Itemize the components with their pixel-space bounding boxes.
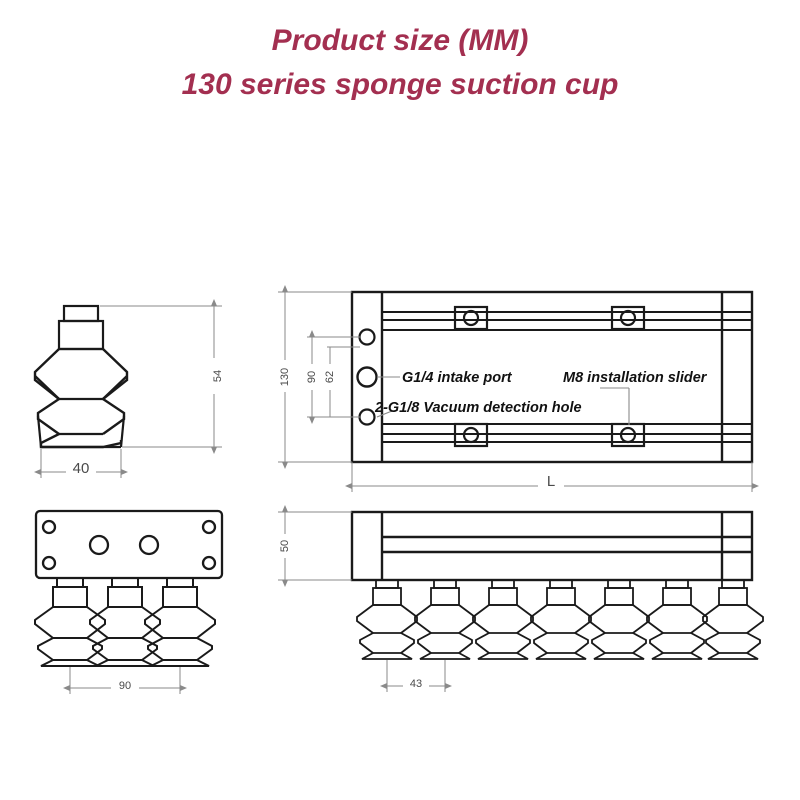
front-cup-1 (356, 579, 418, 660)
single-cup-elevation-view: 54 40 (33, 299, 225, 478)
dimension-cup-pitch-side: 90 (63, 667, 187, 694)
dimension-cup-diameter: 40 (34, 449, 128, 478)
three-cup-side-view: 90 (34, 509, 224, 694)
annotation-vacuum-hole: 2-G1/8 Vacuum detection hole (374, 400, 582, 416)
slider-block (610, 422, 646, 448)
mount-plate-side (34, 509, 224, 580)
intake-port-hole (356, 366, 378, 388)
seven-cup-front-view: 50 43 (277, 505, 764, 692)
vacuum-detection-hole-upper (358, 328, 376, 346)
front-cup-4 (530, 579, 592, 660)
cup-stem (57, 304, 105, 351)
dim-label-hole-span-outer: 90 (306, 371, 318, 383)
dim-label-body-height: 50 (279, 540, 291, 552)
side-cup-1 (34, 577, 106, 667)
front-cup-3 (472, 579, 534, 660)
vacuum-detection-hole-lower (358, 408, 376, 426)
dimension-cup-height: 54 (100, 299, 225, 454)
side-cup-3 (144, 577, 216, 667)
dim-label-cup-diameter: 40 (73, 460, 90, 477)
front-cup-7 (702, 579, 764, 660)
manifold-top-view: G1/4 intake port M8 installation slider … (276, 285, 759, 492)
slider-block (453, 422, 489, 448)
dimension-plate-width: 130 (276, 285, 352, 469)
side-cup-2 (89, 577, 161, 667)
front-cup-5 (588, 579, 650, 660)
manifold-front-body (350, 510, 754, 582)
slider-rail-bottom (382, 423, 752, 443)
page-subtitle: 130 series sponge suction cup (181, 68, 619, 102)
dimension-hole-span-inner: 62 (321, 346, 360, 418)
leader-lines (376, 376, 630, 425)
front-cup-6 (646, 579, 708, 660)
dim-label-cup-height: 54 (212, 370, 224, 382)
dimension-hole-span-outer: 90 (303, 330, 360, 424)
dimension-cup-pitch-front: 43 (380, 660, 452, 692)
dim-label-hole-span-inner: 62 (324, 371, 336, 383)
cup-bellows-lines (36, 347, 126, 449)
slider-block (453, 305, 489, 331)
dim-label-overall-length: L (547, 473, 555, 490)
dim-label-plate-width: 130 (279, 368, 291, 386)
page-title: Product size (MM) (271, 24, 529, 57)
front-cup-2 (414, 579, 476, 660)
slider-rail-top (382, 311, 752, 331)
title-block: Product size (MM) 130 series sponge suct… (0, 22, 800, 105)
dim-label-cup-pitch-front: 43 (410, 678, 422, 690)
annotation-slider: M8 installation slider (563, 370, 708, 386)
annotation-intake-port: G1/4 intake port (402, 370, 513, 386)
dimension-overall-length: L (345, 462, 759, 492)
slider-block (610, 305, 646, 331)
dimension-body-height: 50 (277, 505, 352, 587)
dim-label-cup-pitch-side: 90 (119, 680, 131, 692)
